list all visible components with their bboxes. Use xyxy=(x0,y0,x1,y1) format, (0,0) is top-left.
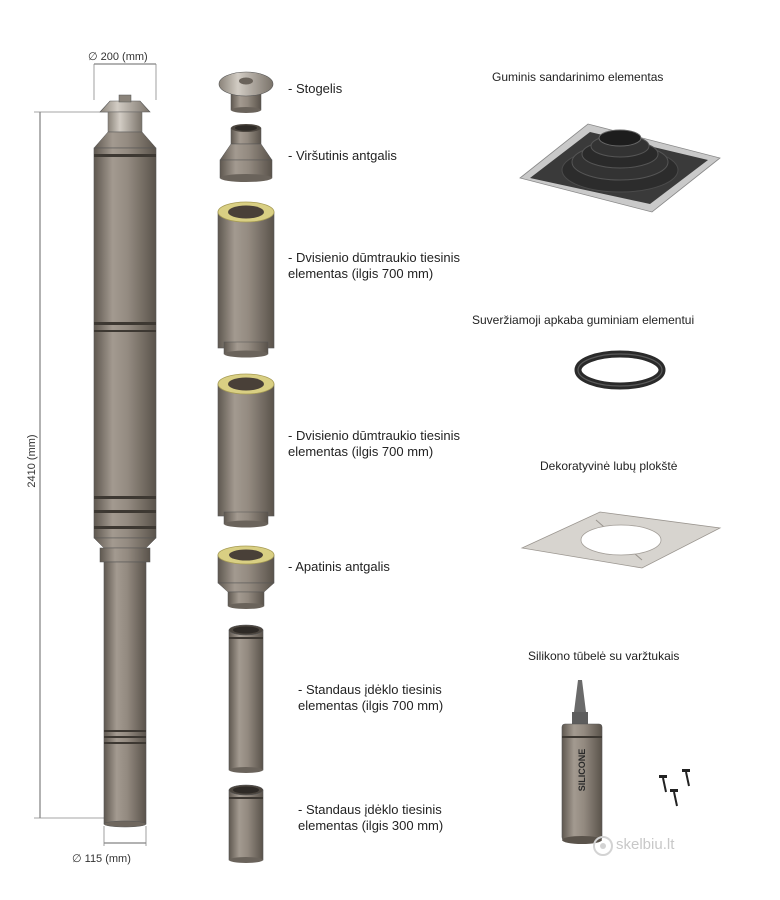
assembled-chimney xyxy=(34,63,157,846)
part-label-line: elementas (ilgis 700 mm) xyxy=(288,444,434,459)
accessory-title-ceiling-plate: Dekoratyvinė lubų plokštė xyxy=(540,459,678,473)
part-label-line: - Dvisienio dūmtraukio tiesinis xyxy=(288,428,460,443)
part-label-line: - Dvisienio dūmtraukio tiesinis xyxy=(288,250,460,265)
part-cap xyxy=(218,71,274,113)
top-diameter-label: ∅ 200 (mm) xyxy=(88,51,148,63)
watermark-text: skelbiu.lt xyxy=(616,836,675,853)
part-label-line: - Standaus įdėklo tiesinis xyxy=(298,802,442,817)
part-label-rigid-liner-300: - Standaus įdėklo tiesinis elementas (il… xyxy=(298,802,443,834)
part-label-cap: - Stogelis xyxy=(288,81,343,96)
part-label-double-wall-700-b: - Dvisienio dūmtraukio tiesinis elementa… xyxy=(288,428,460,460)
bottom-diameter-label: ∅ 115 (mm) xyxy=(72,853,131,865)
accessory-title-clamp: Suveržiamoji apkaba guminiam elementui xyxy=(472,313,695,327)
part-label-top-adapter: - Viršutinis antgalis xyxy=(288,148,397,163)
part-label-rigid-liner-700: - Standaus įdėklo tiesinis elementas (il… xyxy=(298,682,443,714)
clamp-ring-image xyxy=(574,350,666,390)
part-label-line: elementas (ilgis 700 mm) xyxy=(288,266,434,281)
rubber-flashing-image xyxy=(519,123,721,213)
screws-image xyxy=(659,769,690,807)
part-top-adapter xyxy=(219,124,273,182)
part-bottom-adapter xyxy=(217,545,275,609)
part-rigid-liner-700 xyxy=(228,624,264,773)
part-label-line: - Standaus įdėklo tiesinis xyxy=(298,682,442,697)
accessory-title-rubber-flashing: Guminis sandarinimo elementas xyxy=(492,70,664,84)
part-label-line: elementas (ilgis 300 mm) xyxy=(298,818,444,833)
watermark-logo-icon xyxy=(593,836,613,856)
part-label-double-wall-700-a: - Dvisienio dūmtraukio tiesinis elementa… xyxy=(288,250,460,282)
part-double-wall-700-a xyxy=(217,201,275,358)
accessory-title-silicone: Silikono tūbelė su varžtukais xyxy=(528,649,680,663)
height-label: 2410 (mm) xyxy=(26,434,38,488)
part-label-line: elementas (ilgis 700 mm) xyxy=(298,698,444,713)
part-rigid-liner-300 xyxy=(228,784,264,863)
part-double-wall-700-b xyxy=(217,373,275,528)
part-label-bottom-adapter: - Apatinis antgalis xyxy=(288,559,390,574)
silicone-tube-text: SILICONE xyxy=(577,748,587,792)
ceiling-plate-image xyxy=(520,511,722,569)
silicone-tube-image xyxy=(561,680,603,844)
